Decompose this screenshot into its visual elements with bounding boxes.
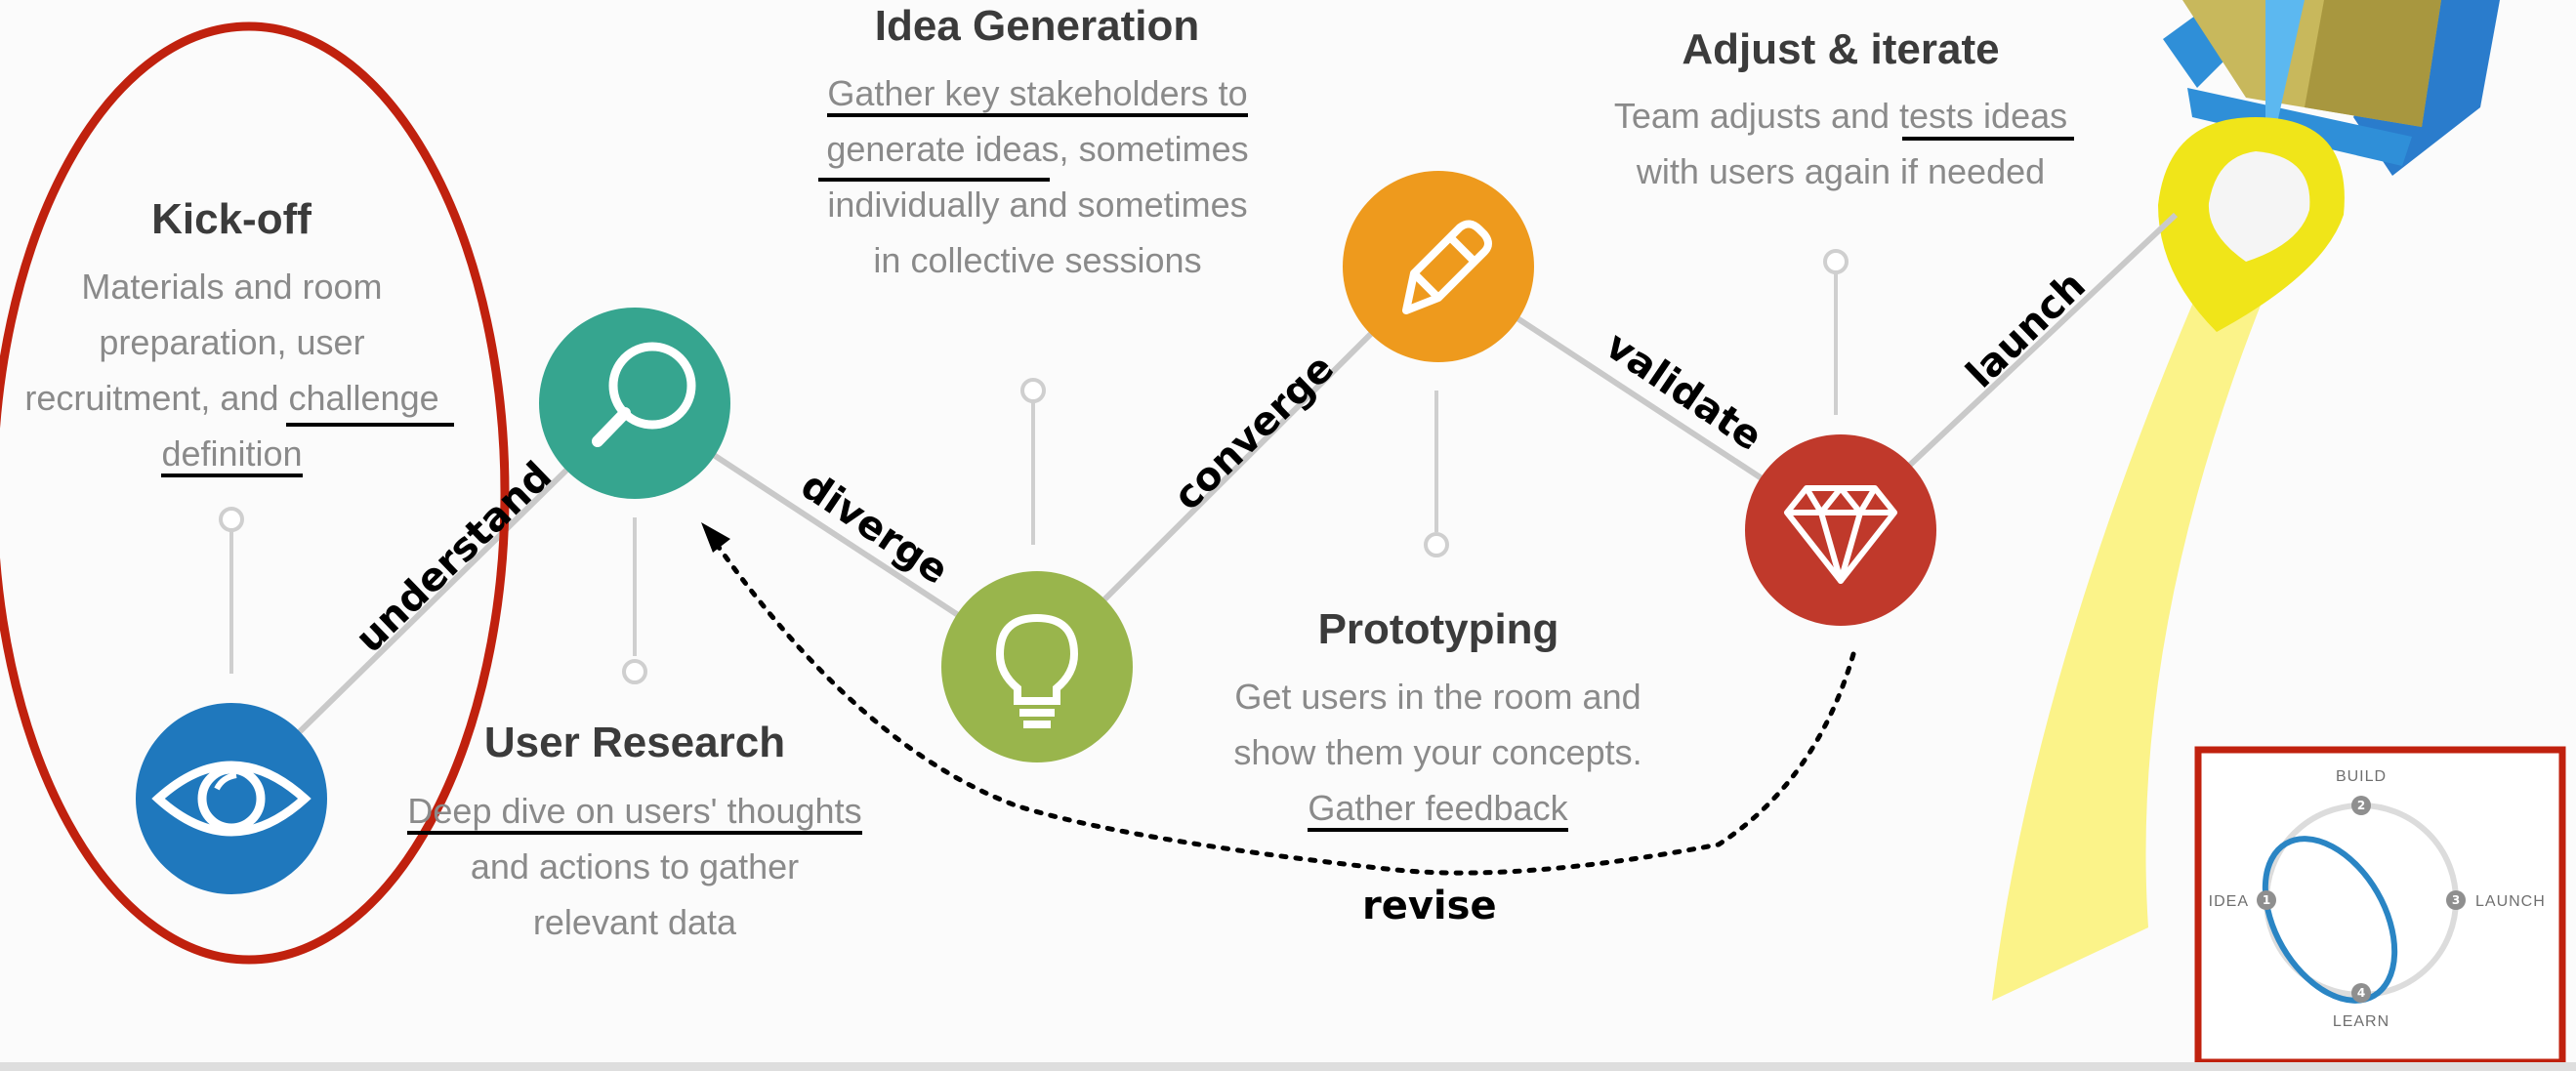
revise-arrow: [710, 536, 1856, 876]
research-line-3: relevant data: [532, 902, 737, 942]
cycle-label-idea: IDEA: [2209, 893, 2249, 910]
prototyping-node: [1343, 171, 1534, 362]
pencil-icon: [1402, 220, 1492, 314]
kickoff-node: [136, 703, 327, 894]
cycle-num-3: 3: [2452, 893, 2460, 907]
cycle-label-learn: LEARN: [2333, 1013, 2389, 1030]
diamond-icon: [1784, 485, 1897, 584]
iterate-title: Adjust & iterate: [1682, 25, 2000, 73]
kickoff-line-3: recruitment, and challenge: [24, 378, 439, 418]
research-line-2: and actions to gather: [470, 846, 800, 886]
iterate-node: [1745, 434, 1936, 626]
research-description: Deep dive on users' thoughts and actions…: [381, 783, 889, 950]
cycle-label-build: BUILD: [2336, 768, 2387, 785]
kickoff-line-2: preparation, user: [99, 322, 365, 362]
prototyping-line-1: Get users in the room and: [1234, 677, 1641, 717]
cycle-num-2: 2: [2357, 799, 2365, 812]
research-node: [539, 308, 730, 499]
ideation-description: Gather key stakeholders to generate idea…: [781, 65, 1294, 288]
rocket-trail: [1992, 293, 2265, 1001]
ideation-line-3: individually and sometimes: [827, 185, 1248, 225]
search-icon: [592, 342, 696, 447]
kickoff-line-4: definition: [161, 433, 303, 477]
rocket-icon: [2158, 0, 2500, 332]
eye-icon: [151, 761, 312, 837]
prototyping-title: Prototyping: [1317, 605, 1559, 653]
kickoff-underline: [286, 423, 454, 427]
ideation-line-1: Gather key stakeholders to: [827, 73, 1248, 117]
prototyping-line-3: Gather feedback: [1308, 788, 1568, 832]
cycle-num-4: 4: [2357, 986, 2365, 1000]
kickoff-title: Kick-off: [151, 195, 312, 243]
cycle-dot-1: [2257, 890, 2276, 910]
ideation-line-4: in collective sessions: [873, 240, 1202, 280]
kickoff-highlight: [0, 21, 510, 965]
pins: [219, 249, 1849, 684]
kickoff-description: Materials and room preparation, user rec…: [0, 259, 464, 481]
ideation-line-2: generate ideas, sometimes: [826, 129, 1249, 169]
cycle-dot-2: [2351, 796, 2371, 815]
annotation-revise: revise: [1362, 884, 1497, 928]
cycle-dot-3: [2446, 890, 2466, 910]
iterate-underline: [1902, 137, 2074, 141]
research-title: User Research: [483, 719, 786, 766]
iterate-line-2: with users again if needed: [1636, 151, 2046, 191]
cycle-diagram: 2 1 3 4 BUILD IDEA LAUNCH LEARN: [2209, 768, 2546, 1030]
research-line-1: Deep dive on users' thoughts: [407, 791, 862, 835]
cycle-num-1: 1: [2263, 893, 2270, 907]
kickoff-line-1: Materials and room: [81, 267, 383, 307]
ideation-title: Idea Generation: [874, 2, 1200, 50]
iterate-line-1: Team adjusts and tests ideas: [1613, 96, 2068, 136]
ideation-node: [941, 571, 1133, 762]
prototyping-line-2: show them your concepts.: [1233, 732, 1642, 772]
lightbulb-icon: [995, 613, 1079, 728]
prototyping-description: Get users in the room and show them your…: [1182, 669, 1694, 836]
bottom-border: [0, 1062, 2576, 1071]
revise-arrowhead: [701, 522, 730, 553]
cycle-label-launch: LAUNCH: [2475, 893, 2546, 910]
ideation-underline: [818, 178, 1050, 182]
cycle-dot-4: [2351, 983, 2371, 1003]
iterate-description: Team adjusts and tests ideas with users …: [1582, 88, 2099, 199]
